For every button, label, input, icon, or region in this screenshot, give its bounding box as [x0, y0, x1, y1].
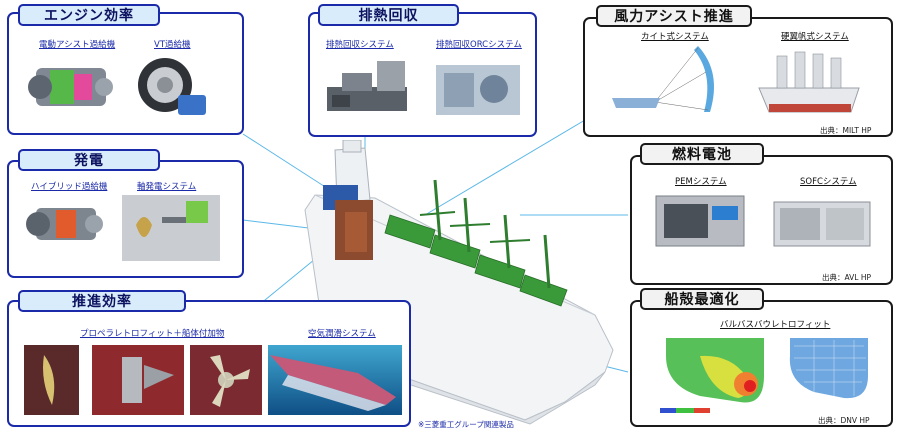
pem-system-label[interactable]: PEMシステム	[675, 177, 727, 187]
kite-system-label[interactable]: カイト式システム	[641, 32, 709, 42]
waste-heat-recovery-system-label[interactable]: 排熱回収システム	[326, 40, 394, 50]
bulbous-bow-retrofit-label[interactable]: バルバスバウレトロフィット	[720, 320, 831, 330]
shaft-generator-system-image	[122, 195, 220, 261]
electric-assist-turbocharger-label[interactable]: 電動アシスト過給機	[39, 40, 116, 50]
fuel-cell-title: 燃料電池	[640, 143, 764, 165]
vt-turbocharger-label[interactable]: VT過給機	[154, 40, 191, 50]
sofc-system-label[interactable]: SOFCシステム	[800, 177, 857, 187]
power-generation-title: 発電	[18, 149, 160, 171]
waste-heat-orc-system-label[interactable]: 排熱回収ORCシステム	[436, 40, 522, 50]
bulbous-bow-cfd-image	[660, 338, 764, 413]
rigid-sail-system-image	[758, 51, 860, 113]
group-products-footnote: ※三菱重工グループ関連製品	[418, 420, 514, 429]
propeller-retrofit-image-3	[190, 345, 262, 415]
hull-optimization-credit: 出典：DNV HP	[818, 416, 870, 425]
air-lubrication-system-image	[268, 345, 402, 415]
kite-system-image	[612, 46, 714, 112]
vt-turbocharger-image	[138, 58, 206, 115]
fuel-cell-credit: 出典：AVL HP	[822, 273, 872, 282]
air-lubrication-system-label[interactable]: 空気潤滑システム	[308, 329, 376, 339]
propeller-retrofit-image-1	[24, 345, 79, 415]
hybrid-turbocharger-image	[26, 208, 103, 240]
shaft-generator-system-label[interactable]: 軸発電システム	[137, 182, 197, 192]
hull-optimization-title: 船殻最適化	[640, 288, 764, 310]
electric-assist-turbocharger-image	[28, 68, 113, 106]
exhaust-heat-recovery-title: 排熱回収	[318, 4, 459, 26]
propeller-retrofit-image-2	[92, 345, 184, 415]
bulbous-bow-hull-image	[789, 338, 868, 399]
wind-assist-propulsion-title: 風力アシスト推進	[596, 5, 752, 27]
waste-heat-orc-system-image	[436, 65, 520, 115]
sofc-system-image	[773, 201, 871, 247]
rigid-sail-system-label[interactable]: 硬翼帆式システム	[781, 32, 849, 42]
engine-efficiency-title: エンジン効率	[18, 4, 160, 26]
hybrid-turbocharger-label[interactable]: ハイブリッド過給機	[31, 182, 108, 192]
propeller-retrofit-label[interactable]: プロペラレトロフィット＋船体付加物	[80, 329, 225, 339]
propulsion-efficiency-title: 推進効率	[18, 290, 186, 312]
wind-assist-credit: 出典：MILT HP	[820, 126, 872, 135]
pem-system-image	[655, 195, 745, 247]
waste-heat-recovery-system-image	[327, 61, 407, 111]
